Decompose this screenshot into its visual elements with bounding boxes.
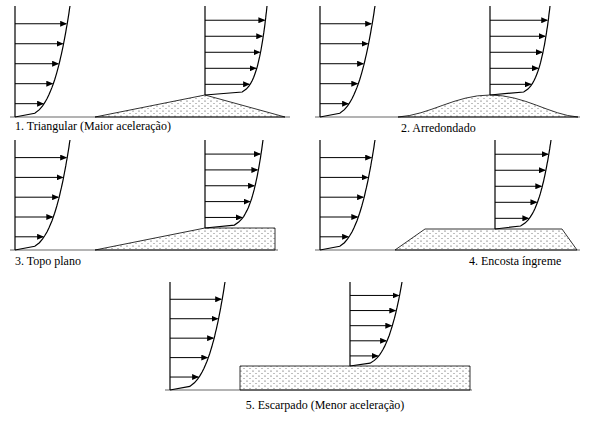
velocity-arrow <box>205 68 256 69</box>
velocity-profile <box>320 140 375 250</box>
velocity-arrow <box>320 23 371 24</box>
velocity-profile <box>495 140 551 229</box>
velocity-arrow <box>15 83 52 84</box>
shape-caption: 4. Encosta íngreme <box>468 254 562 268</box>
velocity-arrow <box>15 236 43 237</box>
velocity-arrow <box>15 103 43 104</box>
velocity-profile <box>205 6 267 95</box>
velocity-arrow <box>15 177 63 178</box>
velocity-profile <box>205 140 263 228</box>
velocity-arrow <box>205 20 264 21</box>
velocity-arrow <box>205 185 254 186</box>
velocity-arrow <box>15 63 58 64</box>
profile-axis <box>14 6 15 117</box>
velocity-arrow <box>320 236 348 237</box>
velocity-arrow <box>350 310 395 311</box>
velocity-arrow <box>205 36 262 37</box>
scarped-dune <box>240 366 470 390</box>
velocity-arrow <box>170 318 218 319</box>
velocity-arrow <box>205 52 260 53</box>
profile-axis <box>494 140 495 229</box>
velocity-profile <box>490 6 550 95</box>
ground-line <box>10 117 290 118</box>
shape-caption: 1. Triangular (Maior aceleração) <box>14 119 172 133</box>
velocity-arrow <box>15 43 63 44</box>
velocity-arrow <box>490 52 542 53</box>
velocity-arrow <box>205 217 242 218</box>
velocity-arrow <box>205 169 257 170</box>
velocity-arrow <box>170 299 221 300</box>
velocity-arrow <box>170 377 198 378</box>
velocity-profile <box>350 282 402 366</box>
velocity-arrow <box>205 201 250 202</box>
velocity-arrow <box>320 217 357 218</box>
profile-axis <box>14 140 15 250</box>
velocity-arrow <box>490 36 545 37</box>
velocity-profile <box>170 282 225 390</box>
shape-caption: 2. Arredondado <box>400 121 477 135</box>
velocity-arrow <box>350 355 378 356</box>
profile-axis <box>204 140 205 228</box>
triangular-dune <box>95 95 285 117</box>
velocity-arrow <box>495 170 545 171</box>
ground-line <box>165 390 472 391</box>
velocity-arrow <box>15 197 58 198</box>
velocity-arrow <box>495 202 536 203</box>
profile-axis <box>204 6 205 95</box>
velocity-arrow <box>350 340 386 341</box>
velocity-arrow <box>320 103 348 104</box>
velocity-arrow <box>205 154 260 155</box>
velocity-arrow <box>15 23 66 24</box>
velocity-arrow <box>495 218 528 219</box>
velocity-arrow <box>350 295 399 296</box>
velocity-profile <box>15 140 70 250</box>
velocity-arrow <box>320 177 368 178</box>
velocity-arrow <box>320 63 363 64</box>
velocity-arrow <box>490 20 547 21</box>
velocity-arrow <box>170 357 207 358</box>
velocity-arrow <box>205 84 249 85</box>
velocity-arrow <box>490 68 538 69</box>
rounded-dune <box>398 95 578 117</box>
velocity-arrow <box>350 325 391 326</box>
ground-line <box>315 250 580 251</box>
ground-line <box>10 250 278 251</box>
velocity-arrow <box>170 338 213 339</box>
velocity-arrow <box>490 84 531 85</box>
velocity-profile <box>320 6 375 117</box>
velocity-arrow <box>320 83 357 84</box>
shape-caption: 5. Escarpado (Menor aceleração) <box>245 398 406 412</box>
velocity-arrow <box>15 217 52 218</box>
shape-caption: 3. Topo plano <box>14 254 82 268</box>
steep-slope-dune <box>395 229 577 250</box>
ground-line <box>315 117 580 118</box>
profile-axis <box>319 140 320 250</box>
profile-axis <box>319 6 320 117</box>
profile-axis <box>349 282 350 366</box>
velocity-arrow <box>320 197 363 198</box>
profile-axis <box>169 282 170 390</box>
velocity-arrow <box>495 154 548 155</box>
velocity-arrow <box>15 157 66 158</box>
velocity-arrow <box>320 43 368 44</box>
velocity-profile <box>15 6 70 117</box>
velocity-arrow <box>495 186 541 187</box>
velocity-arrow <box>320 157 371 158</box>
profile-axis <box>489 6 490 95</box>
flat-top-dune <box>95 228 275 250</box>
